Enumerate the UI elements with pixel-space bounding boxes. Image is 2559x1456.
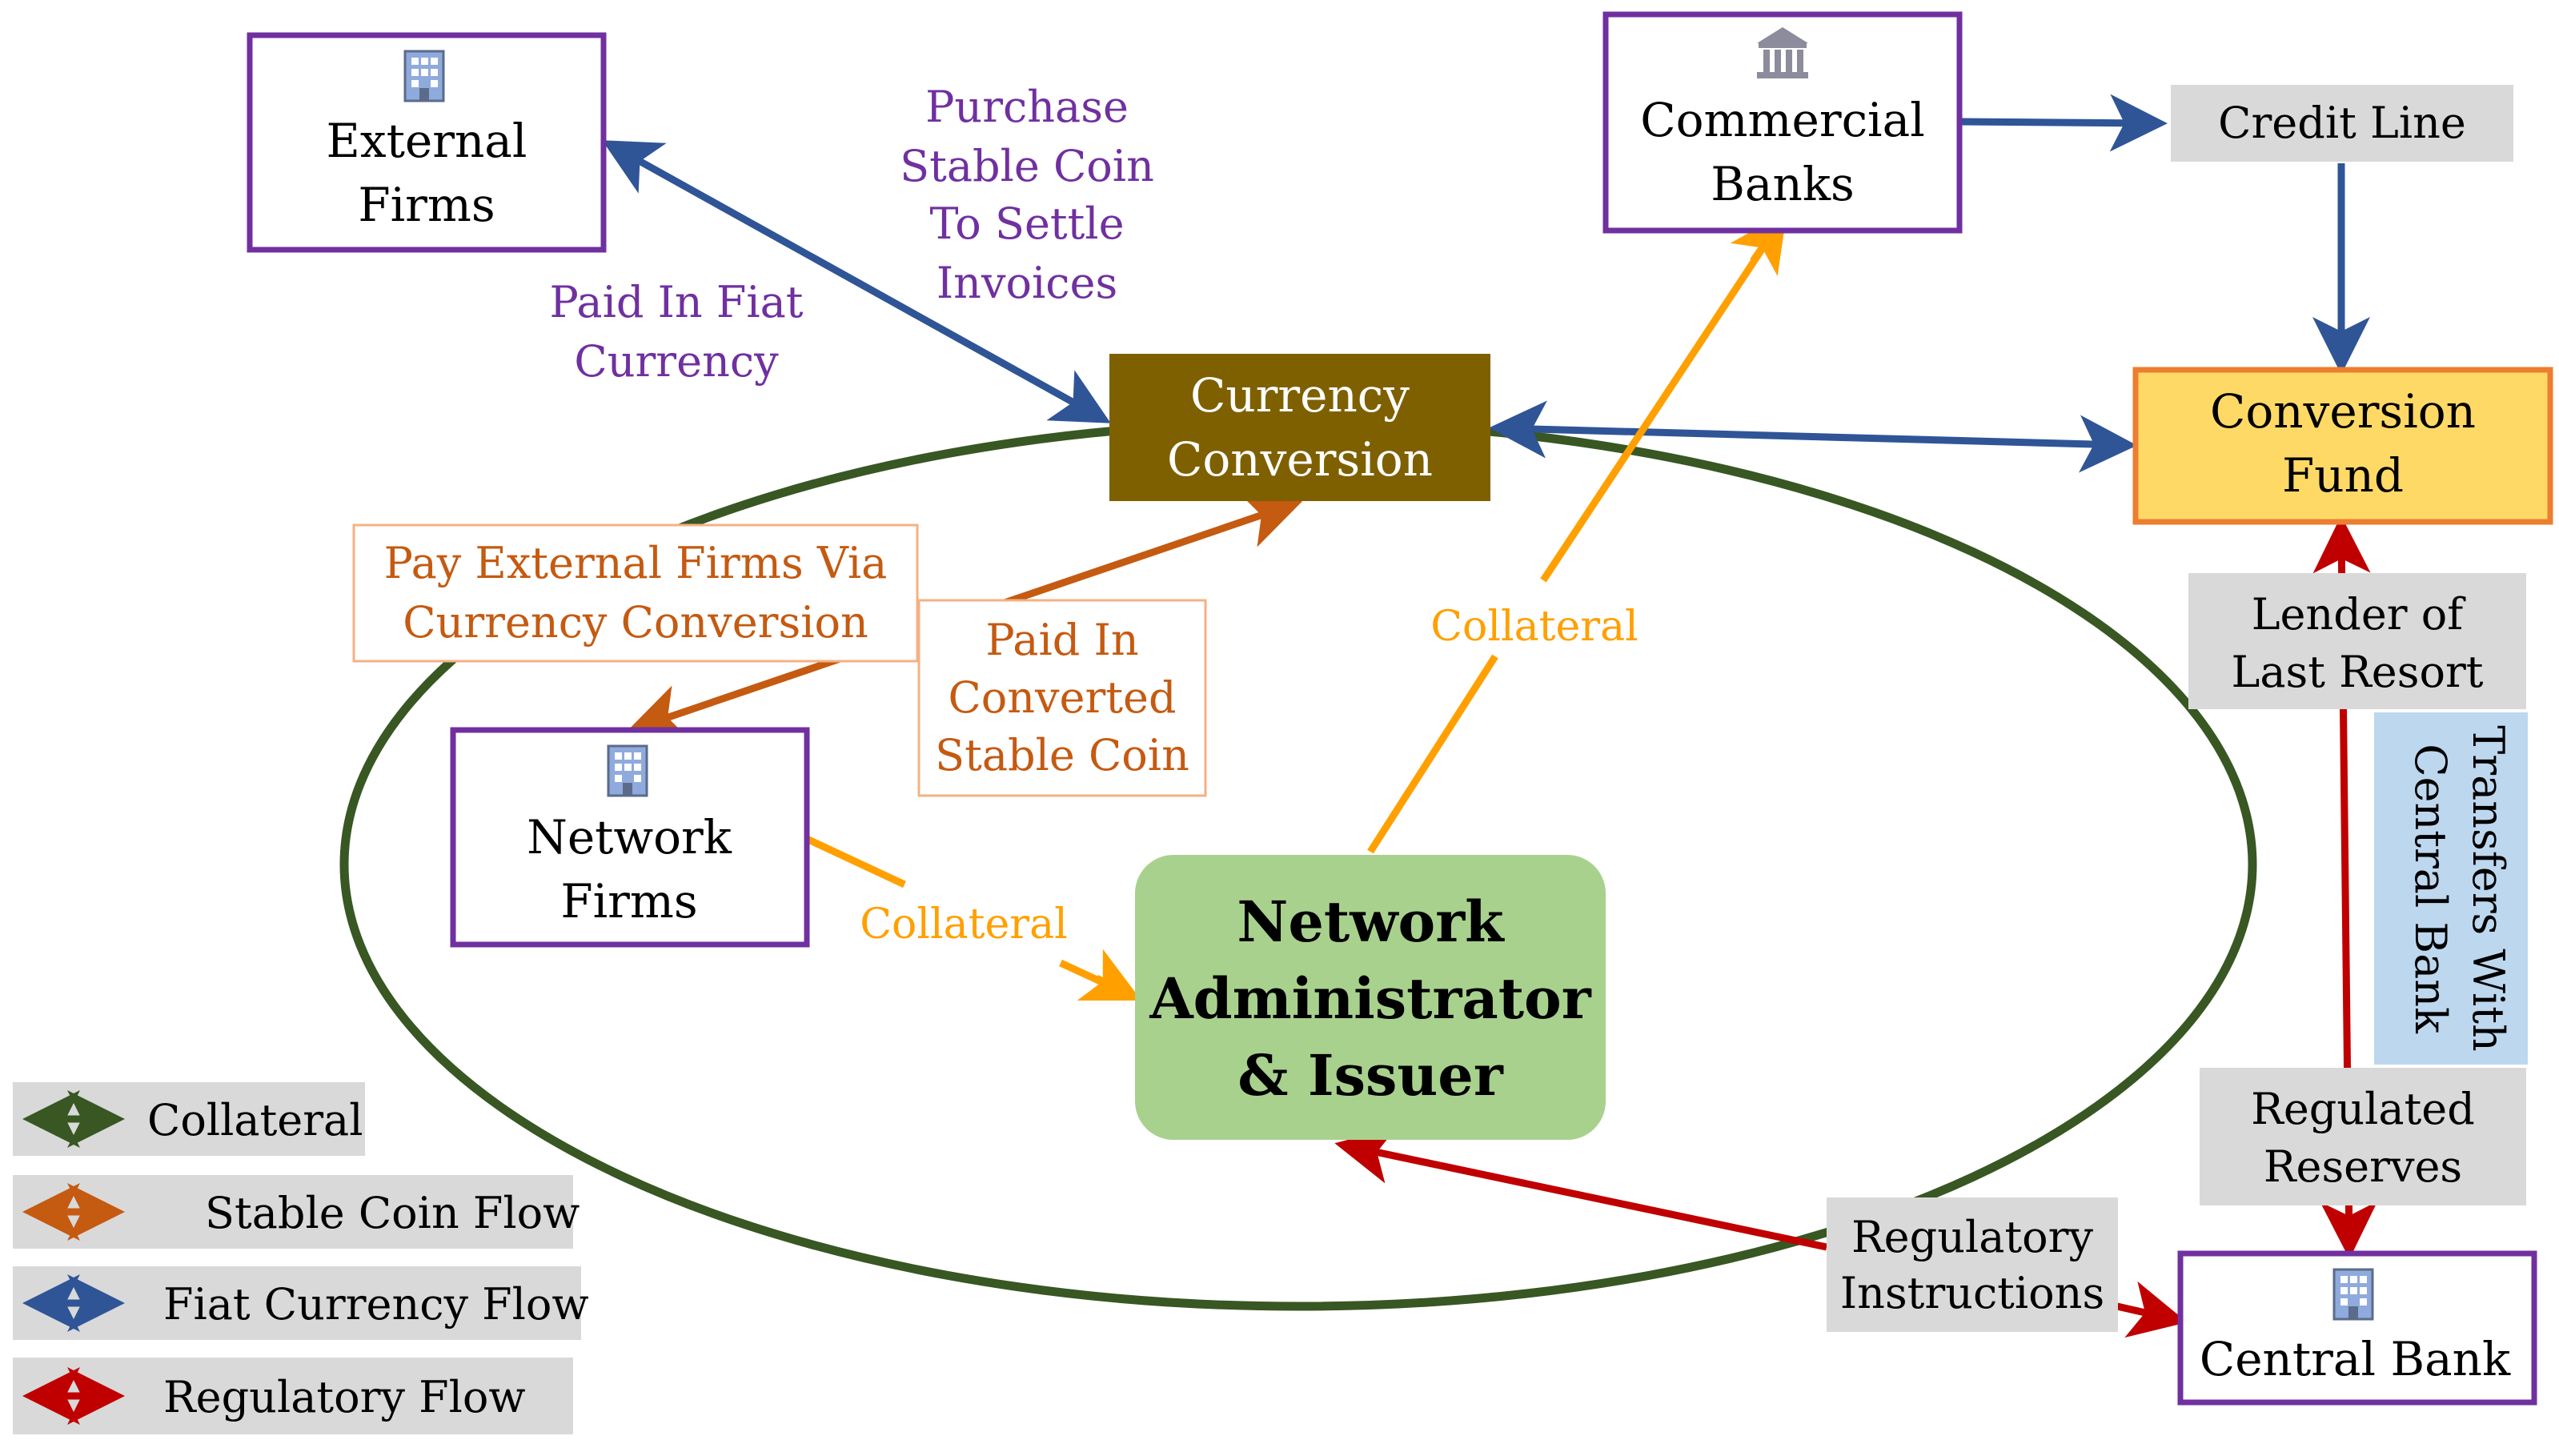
arrow-external-firms-currency-conversion xyxy=(602,140,1111,423)
network-administrator-node[interactable]: Network Administrator & Issuer xyxy=(1135,855,1606,1140)
collateral-label-firms-admin: Collateral xyxy=(860,900,1068,949)
regulated-reserves-label-1: Regulated xyxy=(2251,1084,2475,1134)
currency-conversion-label-2: Conversion xyxy=(1167,432,1433,487)
paid-fiat-line-1: Paid In Fiat xyxy=(549,277,803,327)
lender-label-2: Last Resort xyxy=(2232,647,2484,697)
pay-external-line-1: Pay External Firms Via xyxy=(384,538,888,588)
paid-fiat-line-2: Currency xyxy=(574,336,779,387)
office-building-icon xyxy=(607,744,648,797)
conversion-fund-label-2: Fund xyxy=(2282,448,2404,503)
arrow-currency-conversion-conversion-fund xyxy=(1489,400,2137,473)
network-firms-label-1: Network xyxy=(527,810,732,864)
commercial-banks-label-1: Commercial xyxy=(1640,93,1925,147)
paid-in-fiat-label: Paid In Fiat Currency xyxy=(549,277,803,387)
credit-line-label: Credit Line xyxy=(2218,98,2466,148)
commercial-banks-label-2: Banks xyxy=(1711,157,1854,211)
arrow-admin-commercial-banks-collateral xyxy=(1367,231,1775,854)
purchase-line-1: Purchase xyxy=(925,82,1129,132)
legend-item-regulatory[interactable]: Regulatory Flow xyxy=(13,1358,573,1434)
legend-item-collateral[interactable]: Collateral xyxy=(13,1082,365,1156)
credit-line-box[interactable]: Credit Line xyxy=(2171,85,2513,162)
arrow-regulatory-to-central-bank xyxy=(2116,1281,2188,1338)
legend-label-collateral: Collateral xyxy=(147,1095,363,1145)
network-firms-node[interactable]: Network Firms xyxy=(450,727,810,948)
paid-converted-line-3: Stable Coin xyxy=(935,730,1189,780)
currency-conversion-label-1: Currency xyxy=(1190,368,1410,423)
office-building-icon xyxy=(403,50,445,102)
currency-conversion-node[interactable]: Currency Conversion xyxy=(1109,354,1490,501)
legend: Collateral Stable Coin Flow Fiat Currenc… xyxy=(13,1082,589,1434)
regulated-reserves-box[interactable]: Regulated Reserves xyxy=(2200,1068,2526,1205)
legend-label-stable-coin: Stable Coin Flow xyxy=(205,1188,580,1238)
conversion-fund-label-1: Conversion xyxy=(2210,384,2476,439)
external-firms-label-2: Firms xyxy=(358,178,495,232)
arrow-commercial-banks-credit-line xyxy=(1960,94,2168,152)
transfers-label-1: Transfers With xyxy=(2463,725,2513,1051)
paid-converted-line-1: Paid In xyxy=(985,615,1138,665)
regulatory-instructions-label-1: Regulatory xyxy=(1851,1212,2093,1262)
pay-external-line-2: Currency Conversion xyxy=(403,597,868,648)
central-bank-node[interactable]: Central Bank xyxy=(2177,1250,2537,1406)
arrow-regulatory-to-admin xyxy=(1334,1126,1827,1251)
regulated-reserves-label-2: Reserves xyxy=(2264,1141,2462,1192)
legend-item-stable-coin[interactable]: Stable Coin Flow xyxy=(13,1175,580,1249)
collateral-label-admin-banks: Collateral xyxy=(1430,603,1638,651)
regulatory-instructions-box[interactable]: Regulatory Instructions xyxy=(1827,1197,2118,1332)
lender-label-1: Lender of xyxy=(2252,589,2467,640)
regulatory-instructions-label-2: Instructions xyxy=(1840,1268,2104,1318)
commercial-banks-node[interactable]: Commercial Banks xyxy=(1602,11,1963,234)
transfers-with-central-bank-box[interactable]: Transfers With Central Bank xyxy=(2374,712,2528,1065)
paid-converted-stable-coin-label: Paid In Converted Stable Coin xyxy=(917,599,1207,797)
office-building-icon xyxy=(2332,1268,2374,1321)
central-bank-label: Central Bank xyxy=(2200,1332,2511,1386)
external-firms-node[interactable]: External Firms xyxy=(247,32,607,253)
legend-item-fiat[interactable]: Fiat Currency Flow xyxy=(13,1266,589,1340)
purchase-line-4: Invoices xyxy=(937,258,1117,308)
purchase-line-2: Stable Coin xyxy=(900,141,1154,191)
admin-label-1: Network xyxy=(1237,888,1505,955)
arrow-head-collateral-admin xyxy=(1077,949,1142,1001)
legend-label-regulatory: Regulatory Flow xyxy=(163,1372,526,1422)
pay-external-firms-label: Pay External Firms Via Currency Conversi… xyxy=(352,523,919,663)
admin-label-2: Administrator xyxy=(1149,965,1591,1032)
admin-label-3: & Issuer xyxy=(1237,1042,1504,1109)
legend-label-fiat: Fiat Currency Flow xyxy=(163,1279,589,1330)
lender-of-last-resort-box[interactable]: Lender of Last Resort xyxy=(2188,573,2526,709)
transfers-label-2: Central Bank xyxy=(2405,744,2456,1034)
purchase-stable-coin-label: Purchase Stable Coin To Settle Invoices xyxy=(900,82,1154,308)
paid-converted-line-2: Converted xyxy=(948,672,1176,723)
network-firms-label-2: Firms xyxy=(560,874,697,929)
purchase-line-3: To Settle xyxy=(929,199,1124,249)
external-firms-label-1: External xyxy=(327,114,527,168)
conversion-fund-node[interactable]: Conversion Fund xyxy=(2132,367,2553,525)
